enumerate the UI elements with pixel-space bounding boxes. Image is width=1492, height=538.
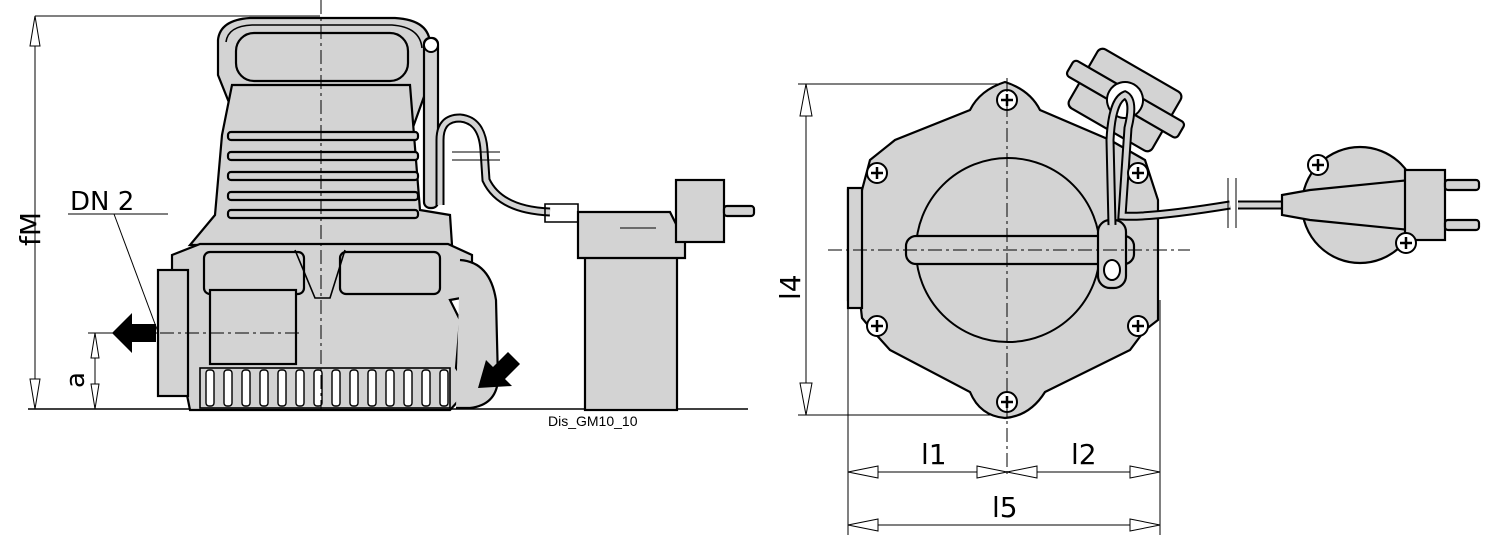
dimension-fM (29, 15, 320, 410)
plug-top (1280, 145, 1481, 265)
label-l1: l1 (921, 438, 947, 471)
label-l5: l5 (992, 491, 1018, 524)
housing-ribs (226, 130, 420, 220)
top-view: l4 l1 l2 l5 (774, 47, 1481, 535)
outlet-port (208, 288, 298, 366)
label-a: a (61, 372, 91, 388)
dimension-l4 (798, 83, 1005, 416)
flow-inlet-arrow (478, 352, 520, 388)
strainer-slots (199, 367, 451, 409)
flow-outlet-arrow (112, 313, 156, 353)
label-dn2: DN 2 (70, 187, 134, 217)
label-l2: l2 (1071, 438, 1097, 471)
label-l4: l4 (774, 274, 807, 300)
dimension-a (88, 332, 160, 410)
dimension-l1-l2 (847, 300, 1161, 535)
drawing-id: Dis_GM10_10 (548, 413, 638, 429)
dimension-l5 (847, 518, 1161, 532)
side-view: DN 2 fM a Dis_GM10_10 (14, 0, 756, 429)
cable-side (435, 113, 551, 217)
label-fM: fM (14, 212, 47, 246)
motor-housing (187, 83, 454, 247)
plug-icon (544, 178, 756, 412)
